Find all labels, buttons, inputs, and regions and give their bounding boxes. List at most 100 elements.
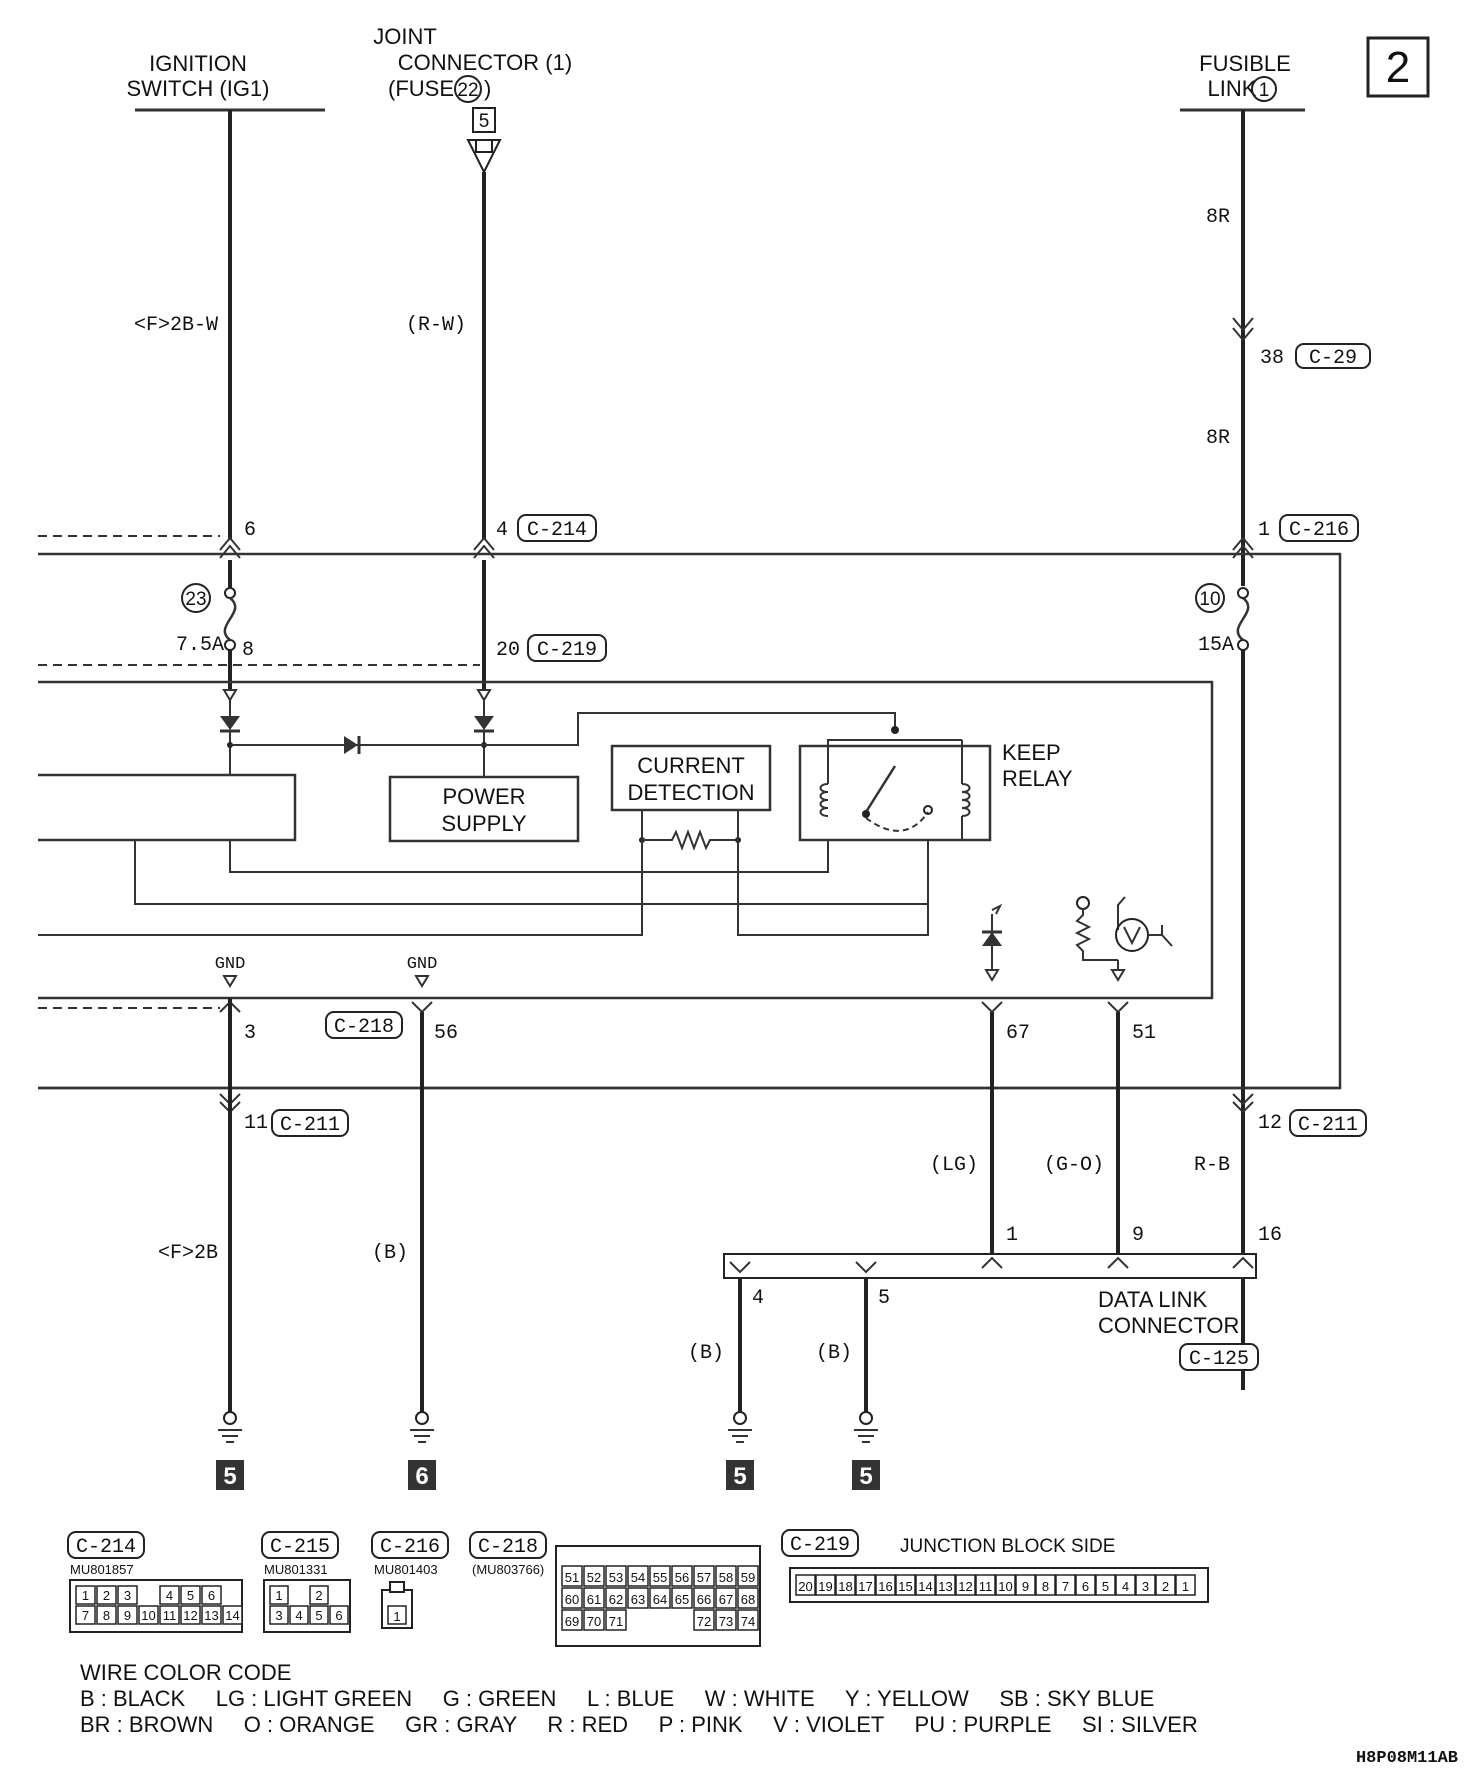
c218-grid-pin-70-label: 70 [587,1614,601,1629]
c218-grid-pin-52-label: 52 [587,1570,601,1585]
c219-grid-pin-12-cell [955,1574,976,1596]
c218-grid-pin-51-cell [561,1565,583,1587]
wire-b-color-2: (B) [688,1342,724,1365]
c219-grid-pin-15-label: 15 [898,1579,912,1594]
pin-12: 12 [1258,1112,1282,1135]
page-number: 2 [1386,43,1410,92]
view-c219-ref: C-219 [790,1534,850,1557]
c214-grid-pin-6-cell [201,1585,222,1605]
view-c215-part: MU801331 [264,1562,328,1577]
gnd-label-2: GND [407,955,438,974]
ground-symbol-1 [218,1411,242,1443]
c218-grid-pin-69-cell [561,1609,583,1631]
wire-f2b-color: <F>2B [158,1242,218,1265]
c218-grid-pin-56-label: 56 [675,1570,689,1585]
c218-grid-pin-62-cell [605,1587,627,1609]
c218-grid-pin-73-cell [715,1609,737,1631]
c214-grid-pin-2-label: 2 [103,1588,110,1603]
wire-rb-color: R-B [1194,1154,1230,1177]
dlc-label-2: CONNECTOR [1098,1313,1239,1338]
ground-ref-3: 5 [733,1463,746,1490]
c218-grid-pin-61-cell [583,1587,605,1609]
c214-grid-pin-14-label: 14 [225,1608,239,1623]
c219-grid-pin-2-label: 2 [1162,1579,1169,1594]
wire-b-color-3: (B) [816,1342,852,1365]
fuse-22-circle [454,75,482,103]
conn-c218-box [325,1011,403,1039]
c219-grid-pin-6-label: 6 [1082,1579,1089,1594]
c215-grid-pin-6-cell [329,1605,349,1625]
c219-grid-pin-20-cell [795,1574,816,1596]
c214-grid-pin-3-cell [117,1585,138,1605]
c219-grid-pin-5-label: 5 [1102,1579,1109,1594]
fuse-10-number: 10 [1199,589,1220,610]
pin-4: 4 [496,519,508,542]
c219-grid-pin-7-label: 7 [1062,1579,1069,1594]
c215-grid-pin-2-label: 2 [315,1588,322,1603]
conn-c216-box [1279,514,1359,542]
c219-grid-pin-13-cell [935,1574,956,1596]
c218-grid-pin-74-cell [737,1609,759,1631]
c219-grid-pin-17-cell [855,1574,876,1596]
ignition-switch-label-1: IGNITION [149,51,247,76]
c219-grid-pin-18-label: 18 [838,1579,852,1594]
c218-grid-pin-59-cell [737,1565,759,1587]
fuse-23-circle [181,583,211,613]
fuse-23-number: 23 [185,589,206,610]
current-detection-label-2: DETECTION [627,780,754,805]
c218-grid-pin-53-cell [605,1565,627,1587]
c219-grid-pin-1-cell [1175,1574,1196,1596]
dlc-pin-9: 9 [1132,1224,1144,1247]
c215-grid-pin-6-label: 6 [335,1608,342,1623]
junction-block-outline [38,552,1342,1090]
c214-grid-pin-6-label: 6 [208,1588,215,1603]
ground-ref-1: 5 [223,1463,236,1490]
keep-relay-label-2: RELAY [1002,766,1073,791]
conn-c218: C-218 [334,1016,394,1039]
pin-3: 3 [244,1022,256,1045]
c218-grid-pin-57-cell [693,1565,715,1587]
c214-grid-pin-8-label: 8 [103,1608,110,1623]
joint-connector-ref: 5 [479,111,490,132]
c218-grid-pin-74-label: 74 [741,1614,755,1629]
conn-c211-a: C-211 [280,1114,340,1137]
wire-fusible-color-mid: 8R [1206,427,1230,450]
c219-grid-pin-14-label: 14 [918,1579,932,1594]
c214-grid-pin-8-cell [96,1605,117,1625]
c219-grid-pin-4-cell [1115,1574,1136,1596]
joint-connector-label-3a: (FUSE [388,76,454,101]
c218-grid-pin-71-cell [605,1609,627,1631]
conn-c214: C-214 [527,519,587,542]
power-supply-label-1: POWER [442,784,525,809]
c219-grid-pin-11-label: 11 [979,1579,993,1594]
c219-grid-pin-3-cell [1135,1574,1156,1596]
c218-grid-pin-67-cell [715,1587,737,1609]
conn-c211-a-box [271,1109,349,1137]
c214-grid-pin-9-cell [117,1605,138,1625]
c215-grid-pin-5-cell [309,1605,329,1625]
c219-grid-pin-20-label: 20 [798,1579,812,1594]
keep-relay-box [798,744,992,842]
c214-grid-pin-9-label: 9 [124,1608,131,1623]
c219-grid-pin-16-label: 16 [878,1579,892,1594]
c219-grid-pin-15-cell [895,1574,916,1596]
conn-c211-b-box [1289,1109,1367,1137]
data-link-connector-box [723,1253,1257,1279]
c214-grid-pin-12-cell [180,1605,201,1625]
c218-grid-pin-55-cell [649,1565,671,1587]
c218-grid-pin-59-label: 59 [741,1570,755,1585]
c218-grid-pin-58-cell [715,1565,737,1587]
fuse-10-circle [1195,583,1225,613]
c218-grid-pin-61-label: 61 [587,1592,601,1607]
c219-grid-pin-10-cell [995,1574,1016,1596]
c218-grid-pin-71-label: 71 [609,1614,623,1629]
legend-title: WIRE COLOR CODE [80,1660,291,1685]
dlc-pin-5: 5 [878,1287,890,1310]
c218-grid-pin-65-label: 65 [675,1592,689,1607]
c218-grid-pin-53-label: 53 [609,1570,623,1585]
ground-symbol-3 [728,1411,752,1443]
view-c215-ref: C-215 [270,1536,330,1559]
dlc-pin-16: 16 [1258,1224,1282,1247]
c214-grid-pin-4-cell [159,1585,180,1605]
